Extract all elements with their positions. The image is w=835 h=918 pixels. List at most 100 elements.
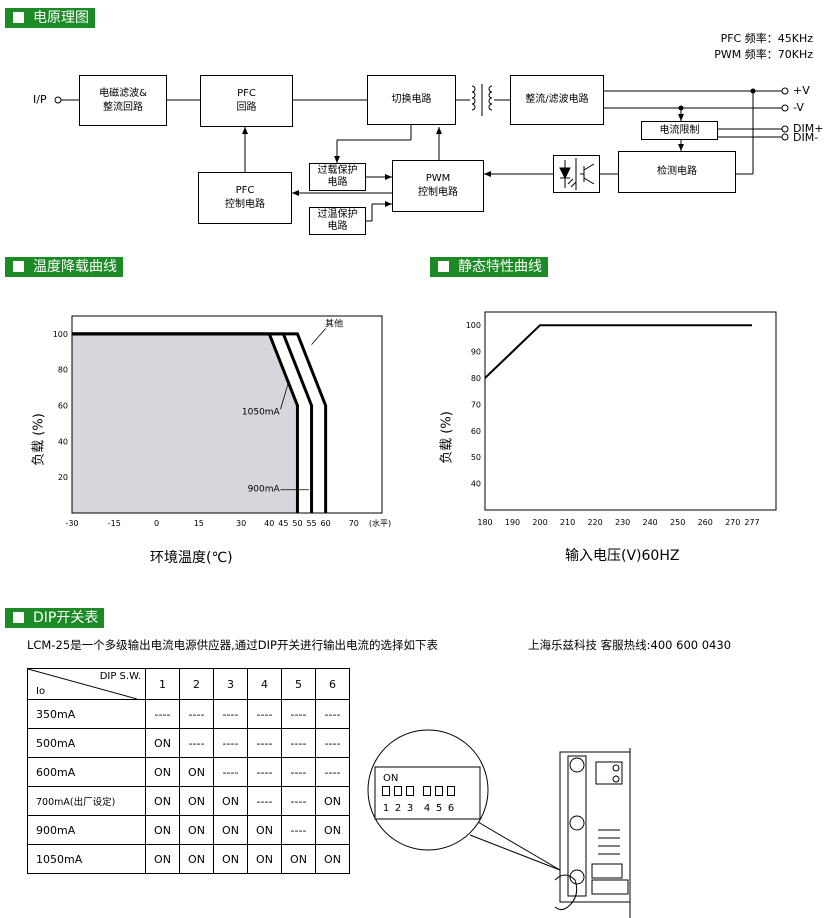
- static-y-tick: 100: [466, 321, 481, 330]
- derating-x-tick: 60: [321, 519, 331, 528]
- static-x-axis-label: 输入电压(V)60HZ: [565, 548, 680, 564]
- header-sw-label: DIP S.W.: [99, 671, 141, 682]
- optocoupler-icon: [553, 155, 600, 193]
- derating-series-line-2: [72, 332, 328, 513]
- derating-series-label-1050: 1050mA: [242, 408, 281, 418]
- static-x-tick: 220: [587, 518, 602, 527]
- derating-x-axis-label: 环境温度(℃): [150, 550, 233, 566]
- table-cell-io: 350mA: [27, 699, 146, 729]
- static-x-tick: 270: [725, 518, 740, 527]
- square-bullet-icon: [13, 612, 24, 623]
- derating-x-tick: 45: [278, 519, 288, 528]
- dip-switch-number: 6: [447, 803, 455, 814]
- static-y-tick: 70: [471, 400, 481, 409]
- static-x-tick: 200: [532, 518, 547, 527]
- derating-x-tick: -30: [65, 519, 78, 528]
- switch-row: [382, 786, 455, 796]
- column-header: 1: [145, 668, 180, 700]
- static-x-tick: 277: [744, 518, 759, 527]
- table-cell: ----: [145, 699, 180, 729]
- dim-negative-label: DIM-: [793, 131, 819, 144]
- static-x-tick: 210: [560, 518, 575, 527]
- optocoupler-symbol: [559, 158, 595, 190]
- table-cell: ON: [179, 757, 214, 787]
- diagonal-header-cell: DIP S.W. Io: [27, 668, 146, 700]
- derating-x-tick: 70: [349, 519, 359, 528]
- table-cell: ON: [145, 815, 180, 845]
- derating-x-tick: 0: [154, 519, 159, 528]
- input-label: I/P: [33, 93, 47, 106]
- dip-switch-number: 5: [435, 803, 443, 814]
- derating-plot-frame: [71, 315, 383, 514]
- dip-switch-toggle: [406, 786, 414, 796]
- derating-y-tick: 20: [58, 473, 68, 482]
- column-header: 6: [315, 668, 350, 700]
- static-x-tick: 190: [505, 518, 520, 527]
- table-cell: ----: [281, 699, 316, 729]
- derating-y-tick: 100: [53, 330, 68, 339]
- dip-switch-toggle: [447, 786, 455, 796]
- vendor-hotline: 上海乐兹科技 客服热线:400 600 0430: [528, 638, 732, 652]
- section-header-derating: 温度降载曲线: [5, 257, 123, 277]
- header-io-label: Io: [36, 686, 46, 697]
- dip-switch-number: 3: [406, 803, 414, 814]
- table-cell: ON: [213, 844, 248, 874]
- pfc-block: PFC 回路: [200, 75, 293, 127]
- derating-x-tick: 50: [292, 519, 302, 528]
- pfc-control-block: PFC 控制电路: [198, 172, 292, 224]
- pwm-control-block: PWM 控制电路: [392, 160, 484, 212]
- static-y-tick: 80: [471, 374, 481, 383]
- switch-block: 切换电路: [367, 75, 456, 125]
- overtemp-protection-block: 过温保护 电路: [309, 207, 366, 235]
- table-cell: ----: [315, 728, 350, 758]
- section-header-principle: 电原理图: [5, 8, 95, 28]
- switch-on-label: ON: [383, 773, 399, 784]
- static-y-tick: 50: [471, 453, 481, 462]
- table-cell: ----: [179, 699, 214, 729]
- table-cell: ON: [145, 844, 180, 874]
- square-bullet-icon: [13, 12, 24, 23]
- table-cell: ON: [179, 844, 214, 874]
- dip-switch-toggle: [435, 786, 443, 796]
- table-cell: ----: [247, 699, 282, 729]
- static-y-tick: 90: [471, 348, 481, 357]
- table-cell: ON: [145, 728, 180, 758]
- table-cell: ----: [281, 757, 316, 787]
- pfc-frequency: PFC 频率：45KHz: [720, 32, 813, 45]
- dip-switch-toggle: [394, 786, 402, 796]
- table-cell: ----: [315, 757, 350, 787]
- static-plot-frame: [484, 311, 777, 511]
- overload-protection-block: 过载保护 电路: [309, 163, 366, 191]
- output-negative-label: -V: [793, 101, 804, 114]
- derating-area: [72, 333, 298, 513]
- derating-x-tick: 55: [306, 519, 316, 528]
- section-header-static: 静态特性曲线: [430, 257, 548, 277]
- derating-x-tick: 40: [264, 519, 274, 528]
- derating-x-tick: -15: [108, 519, 121, 528]
- label-leader: [280, 380, 290, 410]
- table-cell: ----: [213, 728, 248, 758]
- pwm-frequency: PWM 频率：70KHz: [714, 48, 813, 61]
- table-cell: ON: [315, 815, 350, 845]
- dip-switch-toggle: [423, 786, 431, 796]
- rectifier-block: 整流/滤波电路: [510, 75, 604, 125]
- static-series-line-0: [484, 324, 752, 379]
- static-x-tick: 230: [615, 518, 630, 527]
- derating-x-tick: 30: [236, 519, 246, 528]
- table-cell: ----: [247, 757, 282, 787]
- table-cell: ----: [315, 699, 350, 729]
- table-cell-io: 1050mA: [27, 844, 146, 874]
- static-x-tick: 180: [477, 518, 492, 527]
- dip-switch-number: 2: [394, 803, 402, 814]
- current-limit-block: 电流限制: [641, 121, 718, 140]
- dip-switch-toggle: [382, 786, 390, 796]
